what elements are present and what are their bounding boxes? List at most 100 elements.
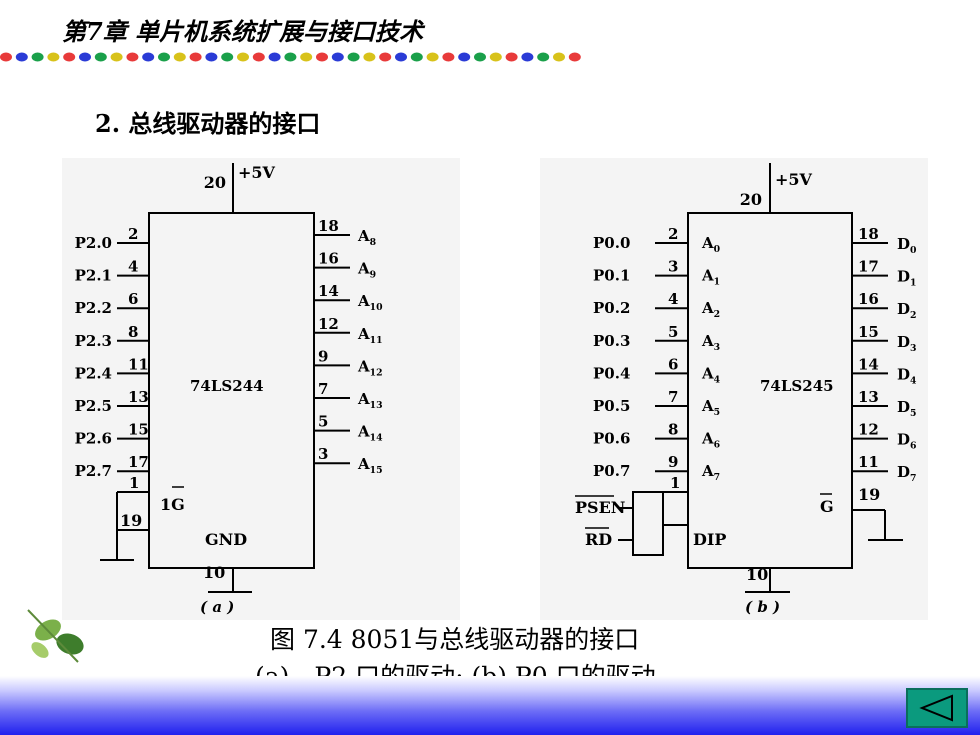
divider-dot <box>300 52 313 62</box>
b-input-label: P0.0 <box>593 234 630 252</box>
divider-dot <box>474 52 486 62</box>
divider-dot <box>189 52 202 62</box>
back-button[interactable] <box>906 688 968 728</box>
b-inner-a-label: A6 <box>701 430 720 451</box>
a-input-label: P2.2 <box>75 299 112 317</box>
a-input-pin: 17 <box>128 453 149 471</box>
a-input-pin: 15 <box>128 421 149 439</box>
b-vcc-pin: 20 <box>740 190 762 209</box>
a-output-label: A11 <box>357 325 383 346</box>
divider-dot <box>410 52 423 62</box>
divider-dot <box>426 52 439 62</box>
a-supply-label: +5V <box>238 163 276 182</box>
b-output-label: D0 <box>897 235 917 256</box>
b-dip-label: DIP <box>693 530 726 549</box>
b-output-pin: 17 <box>858 258 879 276</box>
divider-dot <box>363 52 376 62</box>
a-input-label: P2.1 <box>75 267 112 285</box>
divider-dot <box>568 52 581 62</box>
a-input-label: P2.5 <box>75 397 112 415</box>
b-input-pin: 8 <box>668 421 678 439</box>
a-input-pin: 6 <box>128 290 138 308</box>
b-output-label: D5 <box>897 398 917 419</box>
divider-dot <box>31 52 44 62</box>
a-input-pin: 13 <box>128 388 149 406</box>
b-input-label: P0.4 <box>593 364 630 382</box>
b-input-label: P0.2 <box>593 299 630 317</box>
b-chip-label: 74LS245 <box>760 377 834 395</box>
b-inner-a-label: A2 <box>701 299 720 320</box>
b-input-label: P0.7 <box>593 462 630 480</box>
divider-dot <box>395 52 407 62</box>
a-output-pin: 7 <box>318 380 328 398</box>
b-output-label: D4 <box>897 365 917 386</box>
divider-dot <box>237 52 249 62</box>
a-output-pin: 3 <box>318 445 328 463</box>
a-output-label: A8 <box>357 227 376 248</box>
b-input-label: P0.6 <box>593 430 630 448</box>
divider-dot <box>458 52 471 62</box>
b-output-pin: 14 <box>858 355 879 373</box>
b-output-label: D7 <box>897 463 917 484</box>
divider-dot <box>158 52 170 62</box>
b-input-pin: 6 <box>668 355 678 373</box>
divider-dot <box>379 52 392 62</box>
a-output-label: A12 <box>357 357 383 378</box>
divider-dot <box>505 52 518 62</box>
b-gnd-pin: 10 <box>746 565 768 584</box>
b-output-label: D2 <box>897 300 917 321</box>
a-chip-label: 74LS244 <box>190 377 264 395</box>
b-supply-label: +5V <box>775 170 813 189</box>
b-output-label: D6 <box>897 431 917 452</box>
a-output-pin: 9 <box>318 347 328 365</box>
diagram-a-background <box>62 158 460 620</box>
diagram-a <box>100 163 315 593</box>
a-gnd-label: GND <box>205 530 247 549</box>
a-input-label: P2.6 <box>75 430 112 448</box>
b-output-pin: 11 <box>858 453 879 471</box>
footer-gradient-bar <box>0 676 980 735</box>
b-input-pin: 3 <box>668 258 678 276</box>
a-input-label: P2.4 <box>75 364 112 382</box>
divider-dot <box>537 52 550 62</box>
b-input-label: P0.5 <box>593 397 630 415</box>
divider-dot <box>521 52 534 62</box>
a-enable-pin-top: 1 <box>129 474 139 492</box>
b-input-pin: 5 <box>668 323 678 341</box>
a-enable-label: 1G <box>160 495 185 514</box>
b-input-label: P0.1 <box>593 267 630 285</box>
divider-dot <box>110 52 123 62</box>
b-rd-label: RD <box>585 530 612 549</box>
divider-dot <box>47 52 60 62</box>
b-inner-a-label: A1 <box>701 267 720 288</box>
divider-dot <box>347 52 360 62</box>
b-output-label: D3 <box>897 333 917 354</box>
a-input-pin: 4 <box>128 258 138 276</box>
a-enable-pin-bottom: 19 <box>120 511 142 530</box>
a-output-label: A15 <box>357 455 383 476</box>
a-output-label: A14 <box>357 423 383 444</box>
chip-74ls244-body <box>148 212 315 569</box>
a-figure-tag: ( a ) <box>200 598 234 616</box>
divider-dot <box>94 52 107 62</box>
a-input-label: P2.7 <box>75 462 112 480</box>
a-input-pin: 11 <box>128 355 149 373</box>
divider-dot <box>268 52 281 62</box>
divider-dot <box>142 52 155 62</box>
triangle-left-icon <box>919 694 953 722</box>
divider-dot <box>79 52 91 62</box>
b-g-label: G <box>820 497 834 516</box>
b-output-label: D1 <box>897 268 917 289</box>
b-psen-label: PSEN <box>575 498 625 517</box>
divider-dot <box>489 52 502 62</box>
a-output-pin: 5 <box>318 413 328 431</box>
a-vcc-pin: 20 <box>204 173 226 192</box>
b-inner-a-label: A5 <box>701 397 720 418</box>
b-output-pin: 15 <box>858 323 879 341</box>
a-output-label: A9 <box>357 260 376 281</box>
a-input-pin: 2 <box>128 225 138 243</box>
divider-dot <box>173 52 186 62</box>
a-input-label: P2.3 <box>75 332 112 350</box>
b-inner-a-label: A0 <box>701 234 721 255</box>
a-output-pin: 12 <box>318 315 339 333</box>
